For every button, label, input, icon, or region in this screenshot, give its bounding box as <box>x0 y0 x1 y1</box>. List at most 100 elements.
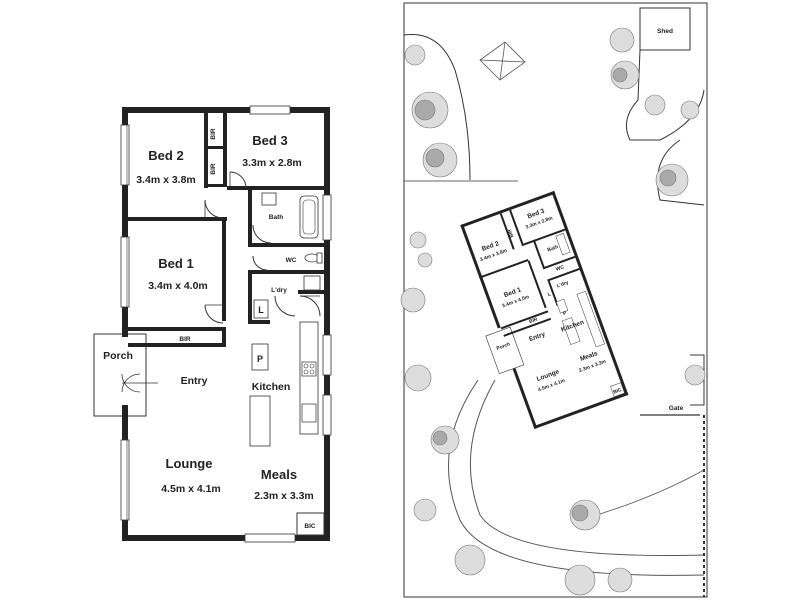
tree-icon <box>404 364 432 392</box>
door-swing <box>299 295 321 317</box>
site-porch-label: Porch <box>496 341 511 351</box>
clothesline-icon <box>479 41 526 81</box>
tree-icon <box>417 252 433 268</box>
garden-bed <box>403 33 471 181</box>
wc-label: WC <box>286 257 297 264</box>
fridge-mark: P <box>257 354 263 364</box>
site-house: Bed 2 3.4m x 3.8m Bed 3 3.3m x 2.8m BIR … <box>460 190 629 430</box>
site-bir-label: BIR <box>528 316 539 325</box>
site-wc-label: WC <box>555 264 565 273</box>
wall-bir <box>204 113 208 188</box>
site-bir-label: BIR <box>507 228 516 239</box>
cooktop <box>301 361 317 377</box>
window <box>249 105 291 115</box>
bed1-label: Bed 1 <box>158 256 193 271</box>
wall-bed3-bottom <box>227 186 324 190</box>
tree-icon <box>400 287 426 313</box>
tree-icon <box>684 364 706 386</box>
tree-icon <box>607 567 633 593</box>
porch-outline <box>93 333 147 417</box>
window <box>244 533 296 543</box>
laundry-label: L'dry <box>271 287 287 294</box>
wall-laundry-door <box>298 290 324 294</box>
bir-label: BIR <box>179 336 191 343</box>
door-swing <box>274 295 296 317</box>
door-swing <box>252 224 272 244</box>
outer-wall-right <box>324 107 330 541</box>
lounge-dimensions: 4.5m x 4.1m <box>161 483 221 495</box>
door-swing <box>252 255 268 271</box>
bir-label: BIR <box>210 128 217 140</box>
window <box>322 194 332 241</box>
meals-label: Meals <box>261 467 297 482</box>
site-bath-label: Bath <box>547 244 560 253</box>
tree-icon <box>454 544 486 576</box>
driveway-edge <box>469 379 705 556</box>
wall-wc-bottom <box>248 270 324 274</box>
outer-wall-left-upper <box>122 107 128 337</box>
bath-label: Bath <box>269 214 283 221</box>
site-bic-label: BIC <box>612 387 623 396</box>
site-fridge-mark: P <box>562 310 568 317</box>
outer-wall-bottom <box>122 535 330 541</box>
porch-door-swing <box>121 373 141 393</box>
door-swing <box>204 304 224 324</box>
shed-label: Shed <box>657 28 673 35</box>
lounge-label: Lounge <box>166 456 213 471</box>
meals-dimensions: 2.3m x 3.3m <box>254 490 314 502</box>
wall-bath-wc <box>248 243 324 247</box>
wall-bed2-bottom <box>122 217 227 221</box>
trees <box>400 27 706 596</box>
laundry-trough <box>253 299 269 319</box>
door-swing <box>204 199 224 219</box>
wall-bir-divider <box>204 146 227 149</box>
bic-label: BIC <box>304 523 316 530</box>
tree-icon <box>680 100 700 120</box>
wall-bir-low <box>128 343 226 347</box>
wall-bir-bottom <box>204 184 227 187</box>
wall-bir-low-right <box>222 327 226 347</box>
window <box>322 334 332 376</box>
tree-icon <box>404 44 426 66</box>
window <box>322 394 332 436</box>
floor-plan: Bed 2 3.4m x 3.8m Bed 3 3.3m x 2.8m BIR … <box>93 105 332 543</box>
outer-wall-top <box>122 107 330 113</box>
kitchen-island <box>249 395 271 447</box>
porch-label: Porch <box>103 350 133 362</box>
window <box>120 439 130 521</box>
wall-bed1-bottom <box>128 327 226 331</box>
entry-label: Entry <box>181 375 208 387</box>
shed <box>639 7 691 51</box>
wall-bed1-right <box>222 221 226 321</box>
gate-label: Gate <box>669 405 684 412</box>
tree-icon <box>413 498 437 522</box>
bed3-label: Bed 3 <box>252 133 287 148</box>
window <box>120 124 130 186</box>
bir-label: BIR <box>210 163 217 175</box>
bed1-dimensions: 3.4m x 4.0m <box>148 280 208 292</box>
bathtub <box>299 195 319 239</box>
kitchen-sink <box>301 403 317 423</box>
door-swing <box>229 171 247 189</box>
tree-icon <box>644 94 666 116</box>
wall-laundry-left <box>248 274 252 324</box>
kitchen-label: Kitchen <box>252 381 291 393</box>
bed2-label: Bed 2 <box>148 148 183 163</box>
wall-bath-left <box>248 186 252 246</box>
site-laundry-mark: L <box>547 291 552 298</box>
wall-laundry-bottom <box>248 320 270 324</box>
bed3-dimensions: 3.3m x 2.8m <box>242 157 302 169</box>
tree-icon <box>609 27 635 53</box>
porch-door-swing <box>121 373 141 393</box>
fridge-space <box>251 343 269 371</box>
laundry-mark: L <box>258 305 264 315</box>
bed2-dimensions: 3.4m x 3.8m <box>136 174 196 186</box>
basin <box>261 192 277 206</box>
site-laundry-label: L'dry <box>556 280 570 290</box>
site-plan: Shed Gate <box>400 2 708 598</box>
bic-cupboard <box>296 512 325 536</box>
window <box>120 236 130 308</box>
tree-icon <box>564 564 596 596</box>
